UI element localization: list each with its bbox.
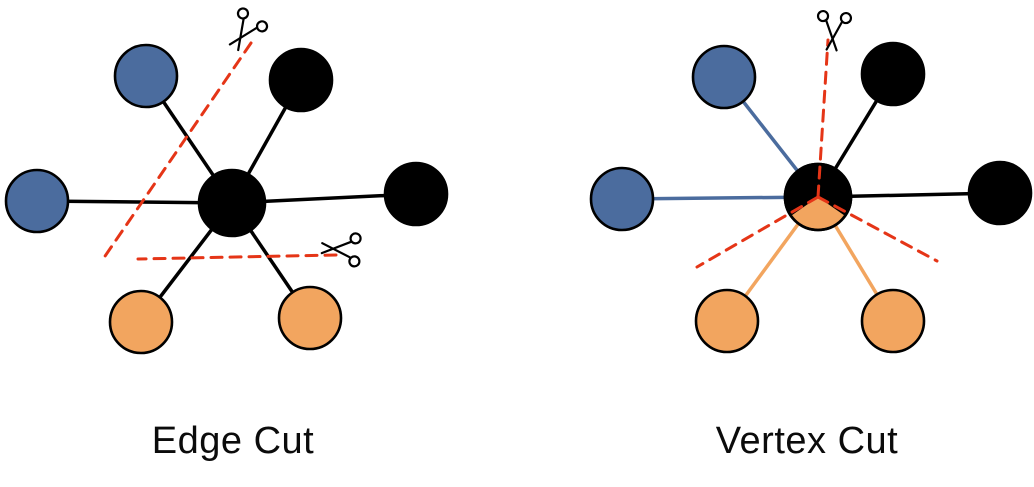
node-black xyxy=(860,41,926,107)
edge-cut-diagram xyxy=(4,7,449,355)
node-blue xyxy=(4,168,70,234)
node-black-center xyxy=(197,168,267,238)
scissors-handle xyxy=(236,7,250,20)
scissors-icon xyxy=(320,232,362,268)
scissors-blade xyxy=(320,240,353,255)
node-black xyxy=(268,47,334,113)
scissors-blade xyxy=(825,20,844,51)
graph-diagrams-canvas xyxy=(4,7,1033,355)
node-blue xyxy=(589,166,655,232)
scissors-icon xyxy=(228,7,269,52)
scissors-blade xyxy=(228,26,259,46)
vertex-cut-diagram xyxy=(589,9,1033,354)
cut-line xyxy=(136,253,338,261)
node-blue xyxy=(691,44,757,110)
scissors-blade xyxy=(237,17,245,52)
cut-line xyxy=(99,41,253,264)
cut-line xyxy=(695,195,820,269)
node-black xyxy=(967,160,1033,226)
node-split-wedge xyxy=(792,197,844,229)
node-orange xyxy=(694,288,760,354)
node-outline xyxy=(783,162,853,232)
node-orange xyxy=(277,285,343,351)
node-blue xyxy=(113,43,179,109)
node-orange xyxy=(108,289,174,355)
cut-line xyxy=(816,195,939,263)
scissors-blade xyxy=(825,19,838,52)
scissors-handle xyxy=(839,11,853,25)
node-black xyxy=(383,161,449,227)
scissors-handle xyxy=(816,9,830,23)
node-orange xyxy=(860,288,926,354)
scissors-blade xyxy=(321,242,352,259)
scissors-handle xyxy=(349,232,362,245)
cut-line xyxy=(816,38,830,199)
edge-cut-label: Edge Cut xyxy=(151,420,315,462)
scissors-handle xyxy=(348,255,361,268)
scissors-handle xyxy=(255,20,269,33)
vertex-cut-label: Vertex Cut xyxy=(715,420,899,462)
scissors-icon xyxy=(816,9,853,52)
